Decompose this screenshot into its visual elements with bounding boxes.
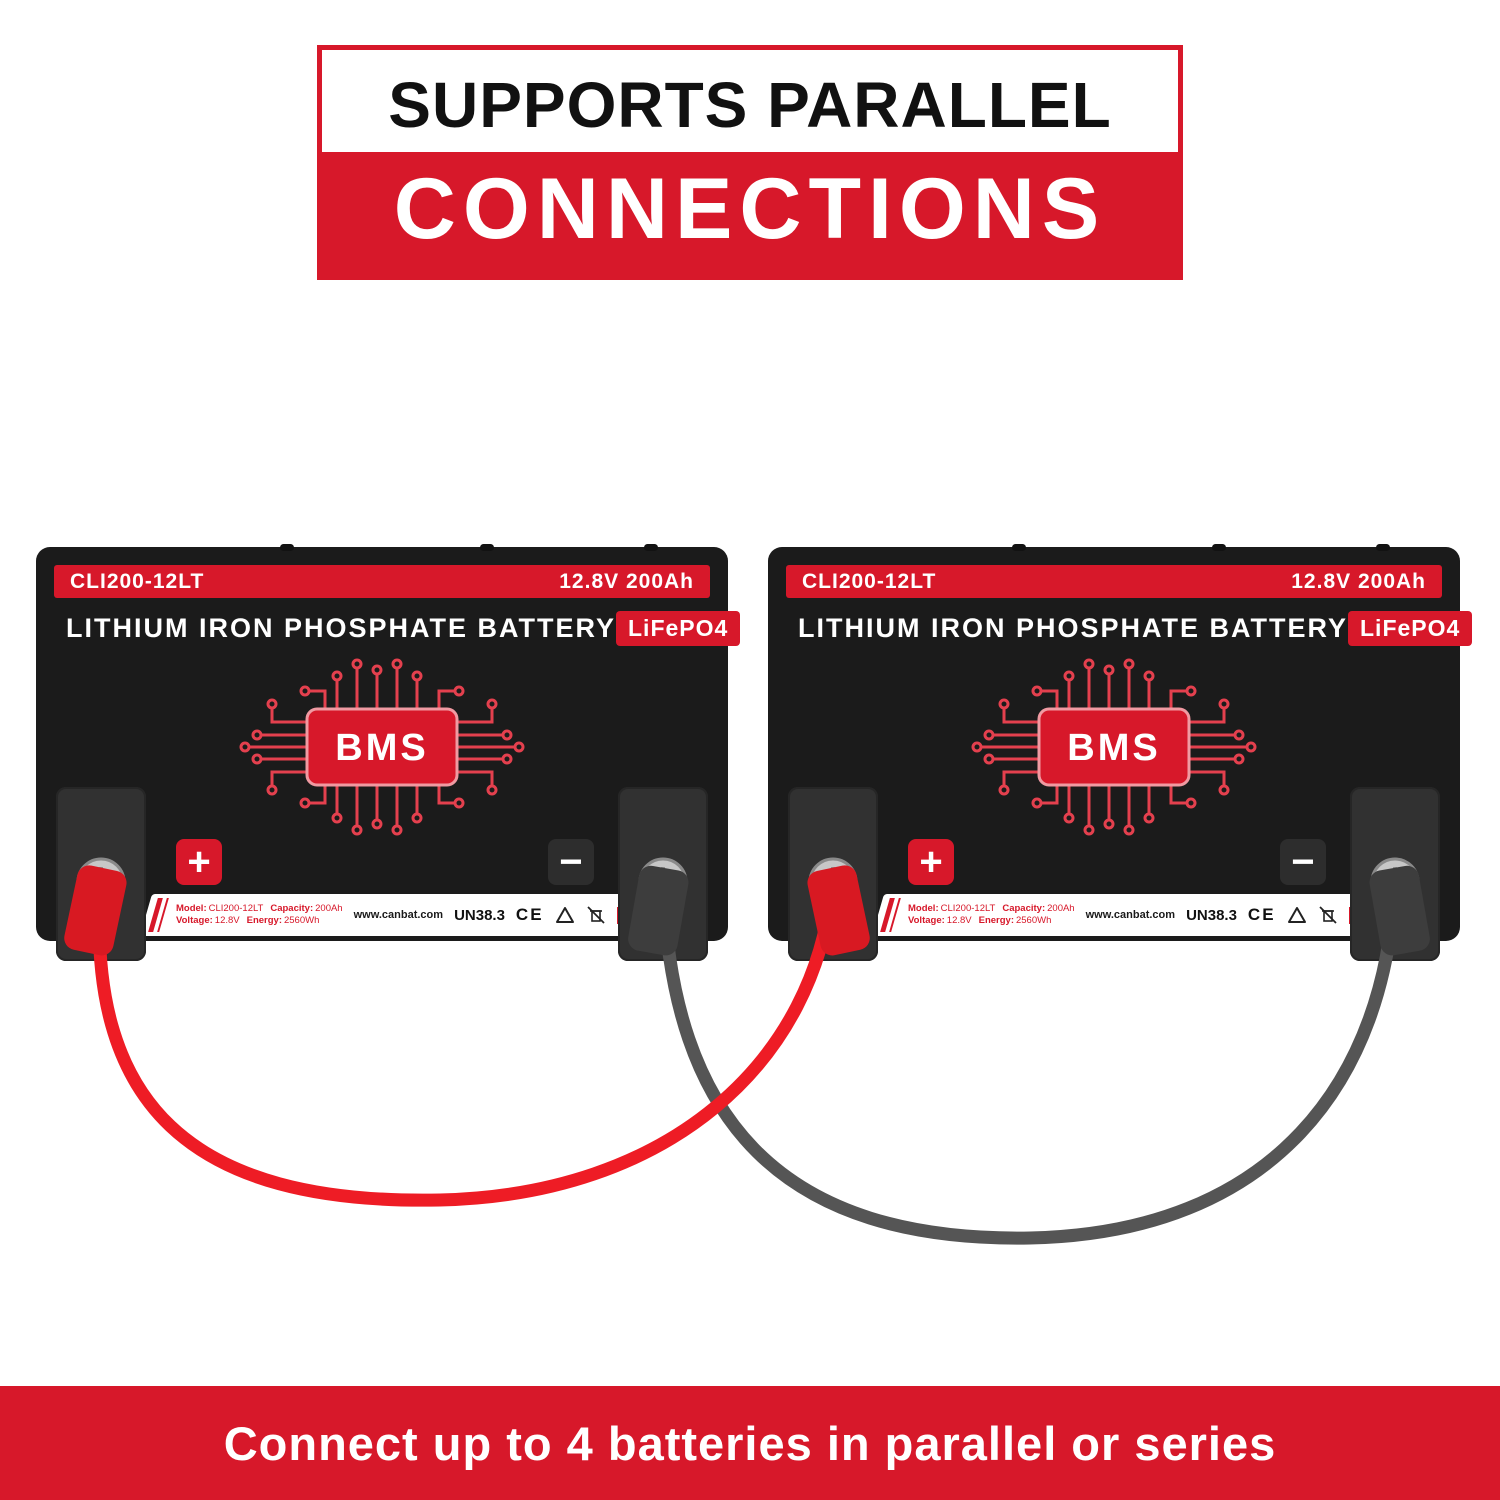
spec-energy-value: 2560Wh: [283, 915, 320, 926]
spec-capacity-value: 200Ah: [1047, 903, 1075, 915]
negative-terminal-post: [618, 787, 708, 961]
terminal-screw-icon: [1368, 855, 1422, 914]
terminal-screw-icon: [806, 855, 860, 914]
bms-label: BMS: [1067, 727, 1160, 769]
ce-mark: CE: [515, 905, 544, 924]
headline-line2: CONNECTIONS: [322, 152, 1178, 275]
battery-model: CLI200-12LT: [802, 569, 937, 593]
battery-title-row: LITHIUM IRON PHOSPHATE BATTERY LiFePO4: [798, 611, 1473, 646]
spec-capacity-label: Capacity:: [270, 903, 314, 915]
spec-strip: Model:CLI200-12LT Capacity:200Ah Voltage:…: [139, 894, 649, 936]
spec-model-label: Model:: [908, 903, 939, 915]
vent-cap: [1212, 544, 1226, 551]
battery-header-strip: CLI200-12LT 12.8V 200Ah: [786, 565, 1442, 598]
vent-cap: [644, 544, 658, 551]
spec-energy-label: Energy:: [246, 915, 282, 926]
vent-cap: [1012, 544, 1026, 551]
un38-certification: UN38.3: [454, 906, 505, 924]
spec-model-label: Model:: [176, 903, 207, 915]
ce-mark: CE: [1247, 905, 1276, 924]
website-url: www.canbat.com: [1085, 909, 1176, 921]
recycle-icon: [1287, 906, 1307, 925]
bms-circuit-graphic: BMS: [944, 647, 1284, 852]
vent-cap: [280, 544, 294, 551]
battery-title: LITHIUM IRON PHOSPHATE BATTERY: [798, 613, 1348, 643]
footer-text: Connect up to 4 batteries in parallel or…: [223, 1416, 1277, 1470]
battery-title-row: LITHIUM IRON PHOSPHATE BATTERY LiFePO4: [66, 611, 741, 646]
battery-right: CLI200-12LT 12.8V 200Ah LITHIUM IRON PHO…: [768, 544, 1473, 961]
spec-energy-label: Energy:: [978, 915, 1014, 926]
spec-voltage-label: Voltage:: [908, 915, 945, 926]
bms-circuit-graphic: BMS: [212, 647, 552, 852]
battery: CLI200-12LT 12.8V 200Ah LITHIUM IRON PHO…: [768, 544, 1473, 961]
negative-terminal-icon: −: [1280, 839, 1326, 885]
vent-cap: [480, 544, 494, 551]
footer-banner: Connect up to 4 batteries in parallel or…: [0, 1386, 1500, 1500]
positive-terminal-icon: +: [176, 839, 222, 885]
battery-model: CLI200-12LT: [70, 569, 205, 593]
positive-terminal-post: [56, 787, 146, 961]
battery-specs: Model:CLI200-12LT Capacity:200Ah Voltage:…: [908, 903, 1075, 927]
spec-strip: Model:CLI200-12LT Capacity:200Ah Voltage:…: [871, 894, 1381, 936]
battery-title: LITHIUM IRON PHOSPHATE BATTERY: [66, 613, 616, 643]
battery: CLI200-12LT 12.8V 200Ah LITHIUM IRON PHO…: [36, 544, 741, 961]
bms-circuit-icon: BMS: [239, 658, 525, 836]
terminal-screw-icon: [636, 855, 690, 914]
vent-cap: [1376, 544, 1390, 551]
spec-model-value: CLI200-12LT: [940, 903, 996, 915]
battery-header-strip: CLI200-12LT 12.8V 200Ah: [54, 565, 710, 598]
spec-energy-value: 2560Wh: [1015, 915, 1052, 926]
bms-circuit-icon: BMS: [971, 658, 1257, 836]
spec-model-value: CLI200-12LT: [208, 903, 264, 915]
headline-banner: SUPPORTS PARALLEL CONNECTIONS: [317, 45, 1183, 280]
headline-line1: SUPPORTS PARALLEL: [322, 50, 1178, 152]
no-trash-icon: [1318, 905, 1338, 925]
website-url: www.canbat.com: [353, 909, 444, 921]
positive-terminal-icon: +: [908, 839, 954, 885]
battery-rating: 12.8V 200Ah: [559, 569, 694, 593]
negative-terminal-icon: −: [548, 839, 594, 885]
spec-voltage-value: 12.8V: [214, 915, 240, 926]
spec-voltage-label: Voltage:: [176, 915, 213, 926]
spec-capacity-label: Capacity:: [1002, 903, 1046, 915]
no-trash-icon: [586, 905, 606, 925]
bms-label: BMS: [335, 727, 428, 769]
spec-capacity-value: 200Ah: [315, 903, 343, 915]
recycle-icon: [555, 906, 575, 925]
positive-terminal-post: [788, 787, 878, 961]
spec-voltage-value: 12.8V: [946, 915, 972, 926]
terminal-screw-icon: [74, 855, 128, 914]
un38-certification: UN38.3: [1186, 906, 1237, 924]
negative-terminal-post: [1350, 787, 1440, 961]
battery-specs: Model:CLI200-12LT Capacity:200Ah Voltage:…: [176, 903, 343, 927]
battery-rating: 12.8V 200Ah: [1291, 569, 1426, 593]
chemistry-badge: LiFePO4: [1348, 611, 1473, 646]
battery-left: CLI200-12LT 12.8V 200Ah LITHIUM IRON PHO…: [36, 544, 741, 961]
chemistry-badge: LiFePO4: [616, 611, 741, 646]
